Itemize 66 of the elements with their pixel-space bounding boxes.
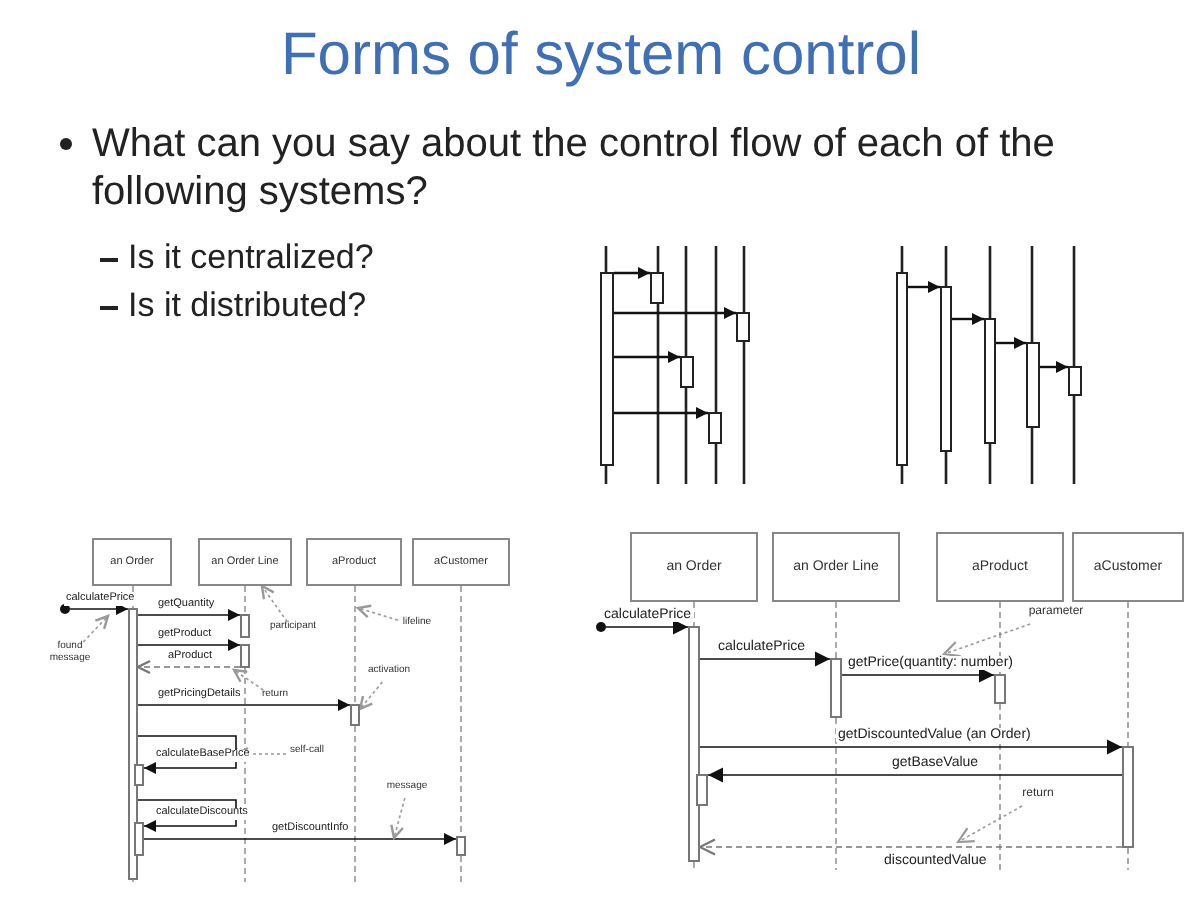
message-arrow	[614, 407, 708, 419]
return-arrow	[698, 838, 1123, 856]
activation-bar	[128, 608, 138, 880]
activation-bar	[240, 644, 250, 668]
message-arrow	[605, 619, 689, 635]
activation-bar	[688, 626, 700, 862]
message-arrow	[614, 307, 736, 319]
lifeline	[132, 585, 134, 609]
activation-bar	[708, 412, 722, 444]
message-arrow	[137, 799, 237, 832]
leader-line	[390, 797, 406, 840]
lifeline	[460, 585, 462, 837]
lifeline	[835, 601, 837, 659]
activation-bar	[650, 272, 664, 304]
message-arrow	[143, 833, 457, 845]
lifeline	[354, 585, 356, 705]
activation-bar	[940, 286, 952, 452]
message-arrow	[137, 639, 241, 651]
activation-bar	[134, 764, 144, 786]
activation-bar	[984, 318, 996, 444]
message-arrow	[137, 609, 241, 621]
message-arrow	[614, 351, 680, 363]
bullet-text: What can you say about the control flow of each of the following systems?	[92, 120, 1057, 216]
return-arrow	[136, 659, 241, 675]
leader-line	[956, 805, 1023, 844]
start-dot	[596, 622, 606, 632]
message-arrow	[841, 667, 995, 683]
leader-line	[232, 668, 265, 691]
message-arrow	[699, 651, 831, 667]
activation-bar	[830, 658, 842, 718]
activation-bar	[240, 614, 250, 638]
leader-line	[356, 604, 399, 621]
activation-bar	[134, 822, 144, 856]
sub-bullet-text: Is it centralized?	[128, 238, 376, 279]
activation-bar	[456, 836, 466, 856]
activation-bar	[1068, 366, 1082, 396]
lifeline	[693, 601, 695, 627]
slide-title: Forms of system control	[278, 20, 924, 92]
message-arrow	[908, 281, 940, 293]
message-arrow	[137, 699, 351, 711]
message-arrow	[137, 735, 237, 774]
message-arrow	[952, 313, 984, 325]
activation-bar	[736, 312, 750, 342]
message-arrow	[996, 337, 1026, 349]
activation-bar	[994, 674, 1006, 704]
activation-bar	[350, 704, 360, 726]
message-arrow	[1040, 361, 1068, 373]
lifeline	[999, 601, 1001, 675]
activation-bar	[680, 356, 694, 388]
lifeline	[1127, 601, 1129, 747]
message-arrow	[707, 767, 1123, 783]
activation-bar	[1026, 342, 1040, 428]
leader-line	[358, 681, 384, 711]
activation-bar	[696, 774, 708, 806]
activation-bar	[600, 272, 614, 466]
start-dot	[60, 604, 70, 614]
message-arrow	[699, 739, 1123, 755]
leader-line	[82, 614, 110, 643]
leader-line	[260, 584, 289, 623]
sub-bullet-text: Is it distributed?	[128, 286, 369, 327]
activation-bar	[1122, 746, 1134, 848]
lifeline	[244, 585, 246, 615]
activation-bar	[896, 272, 908, 466]
leader-line	[942, 623, 1031, 658]
message-arrow	[614, 267, 650, 279]
message-arrow	[69, 603, 129, 615]
